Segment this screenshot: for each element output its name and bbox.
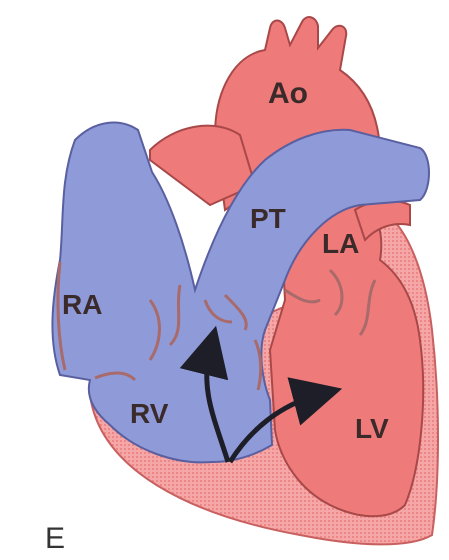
label-left-ventricle: LV <box>355 413 389 444</box>
panel-letter: E <box>45 522 65 555</box>
label-aorta: Ao <box>268 77 308 110</box>
label-right-ventricle: RV <box>130 398 169 429</box>
label-right-atrium: RA <box>62 289 102 320</box>
label-pulmonary-trunk: PT <box>250 203 286 234</box>
label-left-atrium: LA <box>322 228 359 259</box>
